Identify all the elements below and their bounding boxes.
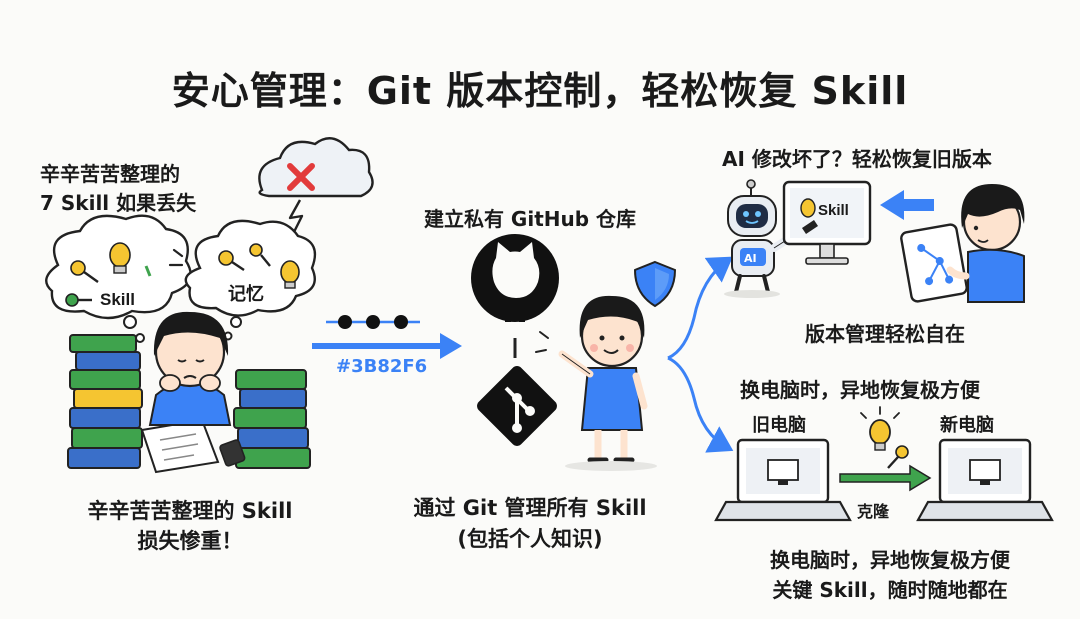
github-logo-icon — [471, 234, 559, 322]
binder-stack-left — [67, 334, 143, 469]
old-computer-label: 旧电脑 — [752, 415, 806, 436]
page-title: 安心管理：Git 版本控制，轻松恢复 Skill — [171, 69, 909, 113]
right-bottom-caption-line2: 关键 Skill，随时随地都在 — [772, 578, 1008, 602]
middle-top-caption: 建立私有 GitHub 仓库 — [423, 207, 637, 231]
restore-arrow-icon — [880, 190, 934, 220]
middle-bottom-caption-line2: (包括个人知识) — [457, 527, 603, 551]
sad-girl-figure — [148, 311, 232, 426]
robot-badge-label: AI — [744, 252, 757, 265]
clone-label: 克隆 — [857, 502, 890, 521]
shield-icon — [633, 260, 677, 308]
bubble-right-label: 记忆 — [228, 283, 264, 305]
monitor-icon: Skill — [782, 180, 872, 265]
left-top-caption-line1: 辛辛苦苦整理的 — [40, 162, 180, 186]
bubble-left-label: Skill — [100, 290, 135, 309]
binder-stack-right — [233, 369, 311, 469]
left-bottom-caption-line2: 损失惨重！ — [137, 529, 243, 553]
right-top-caption: AI 修改坏了？轻松恢复旧版本 — [722, 147, 992, 171]
thought-bubble-memory: 记忆 — [184, 219, 317, 341]
flow-arrow-main — [312, 315, 462, 359]
pointing-girl-figure — [558, 295, 657, 471]
new-laptop-icon — [916, 438, 1054, 522]
right-bottom-caption: 换电脑时，异地恢复极方便 — [740, 378, 980, 402]
arrow-color-label: #3B82F6 — [336, 356, 428, 377]
left-bottom-caption-line1: 辛辛苦苦整理的 Skill — [87, 499, 293, 523]
bulb-key-icon — [860, 406, 909, 469]
clone-arrow-icon — [839, 464, 932, 492]
girl-with-tablet-figure — [900, 184, 1025, 303]
middle-bottom-caption-line1: 通过 Git 管理所有 Skill — [413, 496, 647, 520]
right-bottom-caption-line1: 换电脑时，异地恢复极方便 — [770, 548, 1010, 572]
storm-cloud-icon — [258, 137, 374, 233]
right-top-bottom-caption: 版本管理轻松自在 — [805, 322, 965, 346]
ai-robot-figure: AI — [724, 179, 800, 298]
git-logo-icon — [477, 366, 557, 446]
monitor-skill-label: Skill — [818, 202, 849, 219]
new-computer-label: 新电脑 — [940, 415, 994, 436]
old-laptop-icon — [714, 438, 852, 522]
left-top-caption-line2: 7 Skill 如果丢失 — [40, 191, 197, 215]
